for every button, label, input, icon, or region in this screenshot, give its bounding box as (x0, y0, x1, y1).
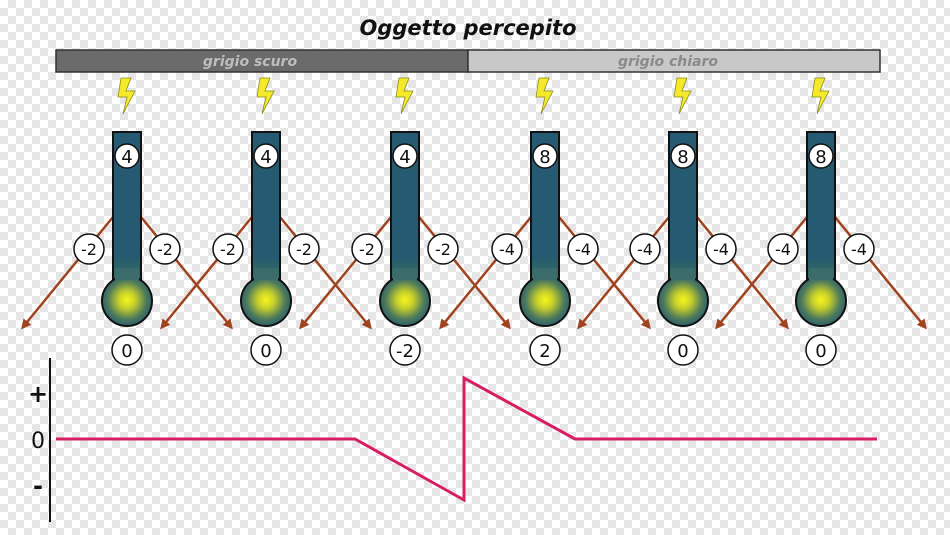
receptor-neck (533, 268, 557, 280)
inhibition-right-value: -4 (713, 240, 729, 259)
inhibition-left-circle (73, 233, 105, 265)
inhibition-left-value: -2 (220, 240, 236, 259)
inhibition-right-circle (288, 233, 320, 265)
receptor-neck (393, 268, 417, 280)
inhibition-arrow-left (439, 216, 532, 330)
receptor-5: 8 -4 -4 0 (577, 77, 789, 366)
input-value: 4 (260, 147, 271, 168)
inhibition-arrow-left (715, 216, 808, 330)
receptor-3: 4 -2 -2 -2 (299, 77, 511, 366)
inhibition-left-circle (491, 233, 523, 265)
receptor-bulb (379, 275, 431, 327)
inhibition-left-value: -2 (359, 240, 375, 259)
receptor-neck (809, 268, 833, 280)
inhibition-right-circle (705, 233, 737, 265)
inhibition-right-value: -2 (157, 240, 173, 259)
lightning-bolt-icon (673, 77, 692, 115)
y-axis-minus-label: - (33, 472, 43, 500)
input-value: 4 (399, 147, 410, 168)
inhibition-left-circle (351, 233, 383, 265)
receptor-1: 4 -2 -2 0 (21, 77, 233, 366)
inhibition-arrow-right (696, 216, 789, 330)
y-axis-plus-label: + (28, 380, 48, 408)
receptor-bulb (101, 275, 153, 327)
inhibition-left-value: -2 (81, 240, 97, 259)
input-value-circle (532, 143, 558, 169)
inhibition-arrow-right (279, 216, 372, 330)
inhibition-arrow-left (577, 216, 670, 330)
inhibition-right-value: -4 (851, 240, 867, 259)
input-value-circle (808, 143, 834, 169)
inhibition-arrow-left (21, 216, 114, 330)
inhibition-right-circle (567, 233, 599, 265)
perceived-edge-signal-line (56, 375, 877, 503)
stimulus-bar: grigio scuro grigio chiaro (55, 49, 881, 73)
dark-gray-label: grigio scuro (203, 54, 298, 70)
output-value-circle (805, 334, 837, 366)
inhibition-left-circle (767, 233, 799, 265)
input-value: 8 (815, 147, 826, 168)
diagram-title: Oggetto percepito (360, 16, 577, 40)
inhibition-right-circle (843, 233, 875, 265)
receptor-neck (254, 268, 278, 280)
input-value-circle (114, 143, 140, 169)
input-value-circle (253, 143, 279, 169)
output-value: 0 (260, 341, 271, 362)
inhibition-arrow-right (418, 216, 511, 330)
inhibition-right-circle (149, 233, 181, 265)
receptor-bulb (657, 275, 709, 327)
input-value-circle (670, 143, 696, 169)
receptor-bulb (240, 275, 292, 327)
inhibition-right-value: -2 (296, 240, 312, 259)
output-value: 0 (121, 341, 132, 362)
receptor-bulb (519, 275, 571, 327)
lightning-bolt-icon (256, 77, 275, 115)
inhibition-left-value: -4 (637, 240, 653, 259)
receptor-2: 4 -2 -2 0 (160, 77, 372, 366)
output-value-circle (111, 334, 143, 366)
inhibition-arrow-left (299, 216, 392, 330)
input-value-circle (392, 143, 418, 169)
lightning-bolt-icon (811, 77, 830, 115)
lightning-bolt-icon (117, 77, 136, 115)
output-value: 0 (815, 341, 826, 362)
light-gray-label: grigio chiaro (618, 54, 718, 70)
output-value: 0 (677, 341, 688, 362)
inhibition-left-value: -4 (499, 240, 515, 259)
inhibition-arrow-right (834, 216, 927, 330)
input-value: 8 (539, 147, 550, 168)
receptor-row: 4 -2 -2 0 4 -2 -2 0 4 -2 -2 -2 8 -4 -4 2 8 -4 -4 0 8 -4 -4 0 (21, 77, 927, 366)
light-gray-segment (467, 49, 881, 73)
inhibition-left-circle (629, 233, 661, 265)
output-value-circle (667, 334, 699, 366)
receptor-neck (115, 268, 139, 280)
receptor-6: 8 -4 -4 0 (715, 77, 927, 366)
input-value: 4 (121, 147, 132, 168)
output-value: -2 (396, 341, 414, 362)
output-value-circle (529, 334, 561, 366)
output-value: 2 (539, 341, 550, 362)
inhibition-right-circle (427, 233, 459, 265)
inhibition-right-value: -4 (575, 240, 591, 259)
output-value-circle (250, 334, 282, 366)
inhibition-left-circle (212, 233, 244, 265)
receptor-4: 8 -4 -4 2 (439, 77, 651, 366)
lightning-bolt-icon (535, 77, 554, 115)
inhibition-arrow-right (140, 216, 233, 330)
receptor-neck (671, 268, 695, 280)
lightning-bolt-icon (395, 77, 414, 115)
inhibition-left-value: -4 (775, 240, 791, 259)
output-value-circle (389, 334, 421, 366)
inhibition-arrow-right (558, 216, 651, 330)
inhibition-arrow-left (160, 216, 253, 330)
output-graph: + 0 - (28, 358, 877, 522)
receptor-bulb (795, 275, 847, 327)
input-value: 8 (677, 147, 688, 168)
y-axis-zero-label: 0 (31, 429, 45, 454)
inhibition-right-value: -2 (435, 240, 451, 259)
